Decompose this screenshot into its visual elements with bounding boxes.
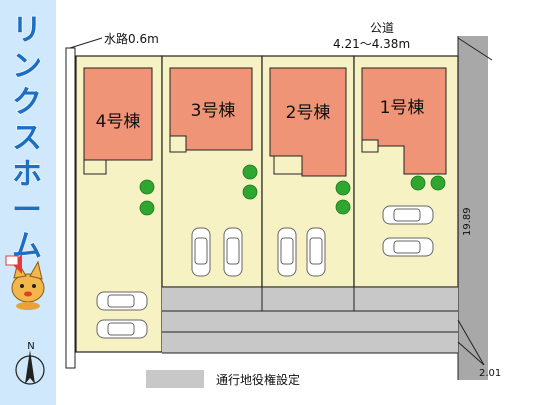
north-label: N (27, 341, 34, 352)
car-icon (191, 227, 211, 277)
building-4-label: 4号棟 (96, 112, 141, 132)
bottom-dimension: 2.01 (479, 368, 501, 379)
building-4: 4号棟 (83, 67, 153, 175)
road-width-label: 4.21〜4.38m (333, 37, 410, 51)
legend-label: 通行地役権設定 (216, 372, 300, 387)
brand-char-7: ム (12, 229, 42, 264)
tree-icon (410, 175, 426, 191)
public-road (458, 36, 488, 380)
easement-area (162, 286, 458, 354)
tree-icon (335, 180, 351, 196)
brand-logo: リ ン ク ス ホ ー ム (11, 12, 42, 264)
road-label: 公道 (370, 21, 394, 35)
building-2: 2号棟 (269, 67, 347, 177)
car-icon (306, 227, 326, 277)
waterway (65, 47, 76, 369)
car-icon (277, 227, 297, 277)
car-icon (382, 205, 434, 225)
building-2-label: 2号棟 (286, 103, 331, 123)
brand-char-1: リ (12, 13, 42, 48)
parking-cars (96, 205, 434, 339)
building-1-label: 1号棟 (380, 98, 425, 118)
brand-char-6: ー (12, 193, 42, 228)
car-icon (96, 319, 148, 339)
legend-swatch (146, 370, 204, 388)
building-3-label: 3号棟 (191, 101, 236, 121)
waterway-leader (69, 37, 103, 49)
tree-icon (335, 199, 351, 215)
building-3: 3号棟 (169, 67, 253, 153)
road-leader (457, 37, 493, 61)
side-dimension: 19.89 (462, 207, 473, 236)
tree-icon (139, 179, 155, 195)
building-1: 1号棟 (361, 67, 447, 175)
brand-char-3: ク (12, 85, 42, 120)
tree-icon (242, 184, 258, 200)
tree-icon (139, 200, 155, 216)
brand-char-2: ン (12, 49, 42, 84)
waterway-label: 水路0.6m (104, 31, 159, 46)
brand-char-4: ス (12, 121, 42, 156)
car-icon (96, 291, 148, 311)
brand-char-5: ホ (12, 157, 42, 192)
brand-band (0, 0, 56, 405)
mascot-icon (5, 254, 45, 310)
north-arrow: N (15, 341, 45, 385)
car-icon (382, 237, 434, 257)
trees (139, 164, 446, 216)
car-icon (223, 227, 243, 277)
dimension-leaders (457, 319, 485, 366)
tree-icon (430, 175, 446, 191)
tree-icon (242, 164, 258, 180)
